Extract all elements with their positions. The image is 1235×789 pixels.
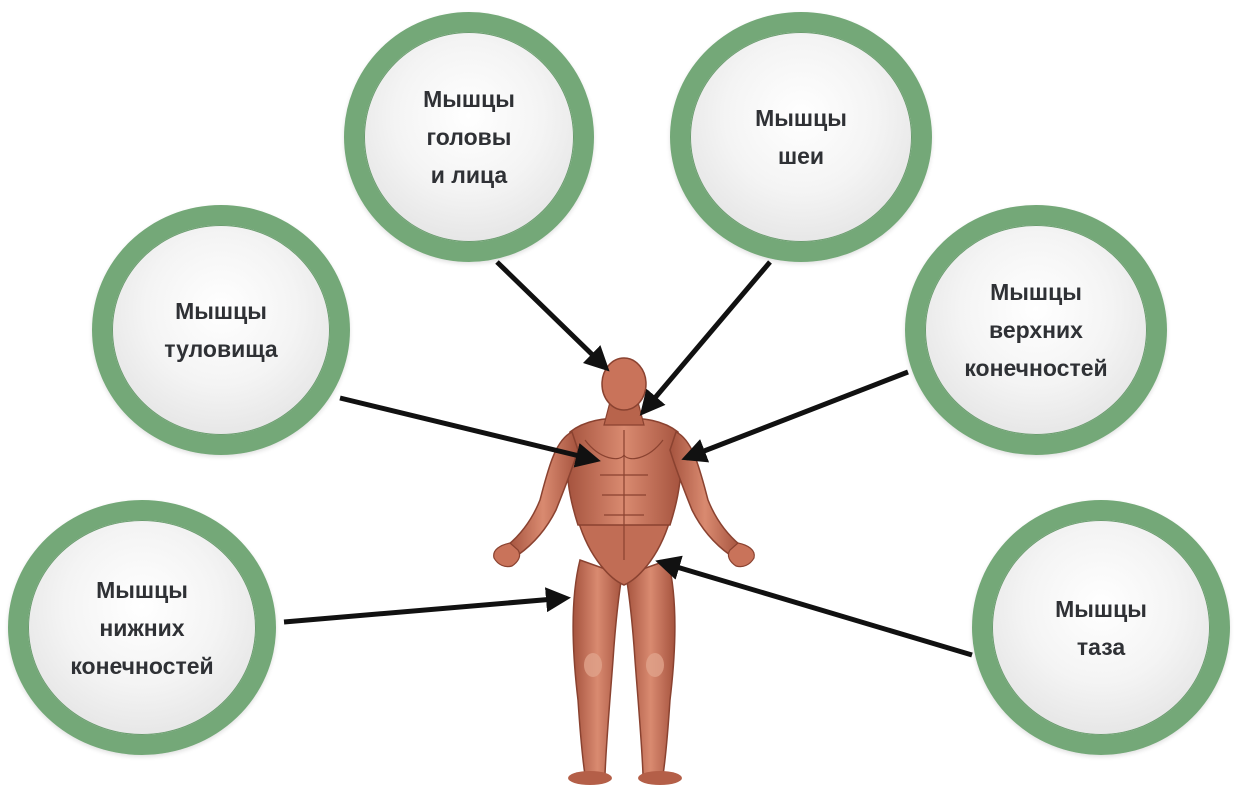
node-label: Мышцы шеи — [755, 99, 847, 175]
node-lower-limb-muscles: Мышцы нижних конечностей — [8, 500, 276, 755]
node-label: Мышцы головы и лица — [423, 80, 515, 194]
node-upper-limb-muscles: Мышцы верхних конечностей — [905, 205, 1167, 455]
head — [602, 358, 646, 410]
muscular-human-figure — [494, 358, 755, 785]
arrow-neck — [643, 262, 770, 412]
node-label: Мышцы таза — [1055, 590, 1147, 666]
node-pelvis-muscles: Мышцы таза — [972, 500, 1230, 755]
arrow-pelvis — [660, 562, 972, 655]
node-trunk-muscles: Мышцы туловища — [92, 205, 350, 455]
arrow-trunk — [340, 398, 596, 460]
arrow-head — [497, 262, 606, 368]
node-neck-muscles: Мышцы шеи — [670, 12, 932, 262]
node-label: Мышцы верхних конечностей — [964, 273, 1107, 387]
node-head-face-muscles: Мышцы головы и лица — [344, 12, 594, 262]
node-label: Мышцы туловища — [164, 292, 277, 368]
left-foot — [568, 771, 612, 785]
arrow-upper — [686, 372, 908, 458]
left-knee — [584, 653, 602, 677]
node-label: Мышцы нижних конечностей — [70, 571, 213, 685]
right-knee — [646, 653, 664, 677]
left-arm — [508, 432, 578, 555]
right-foot — [638, 771, 682, 785]
arrow-lower — [284, 598, 566, 622]
